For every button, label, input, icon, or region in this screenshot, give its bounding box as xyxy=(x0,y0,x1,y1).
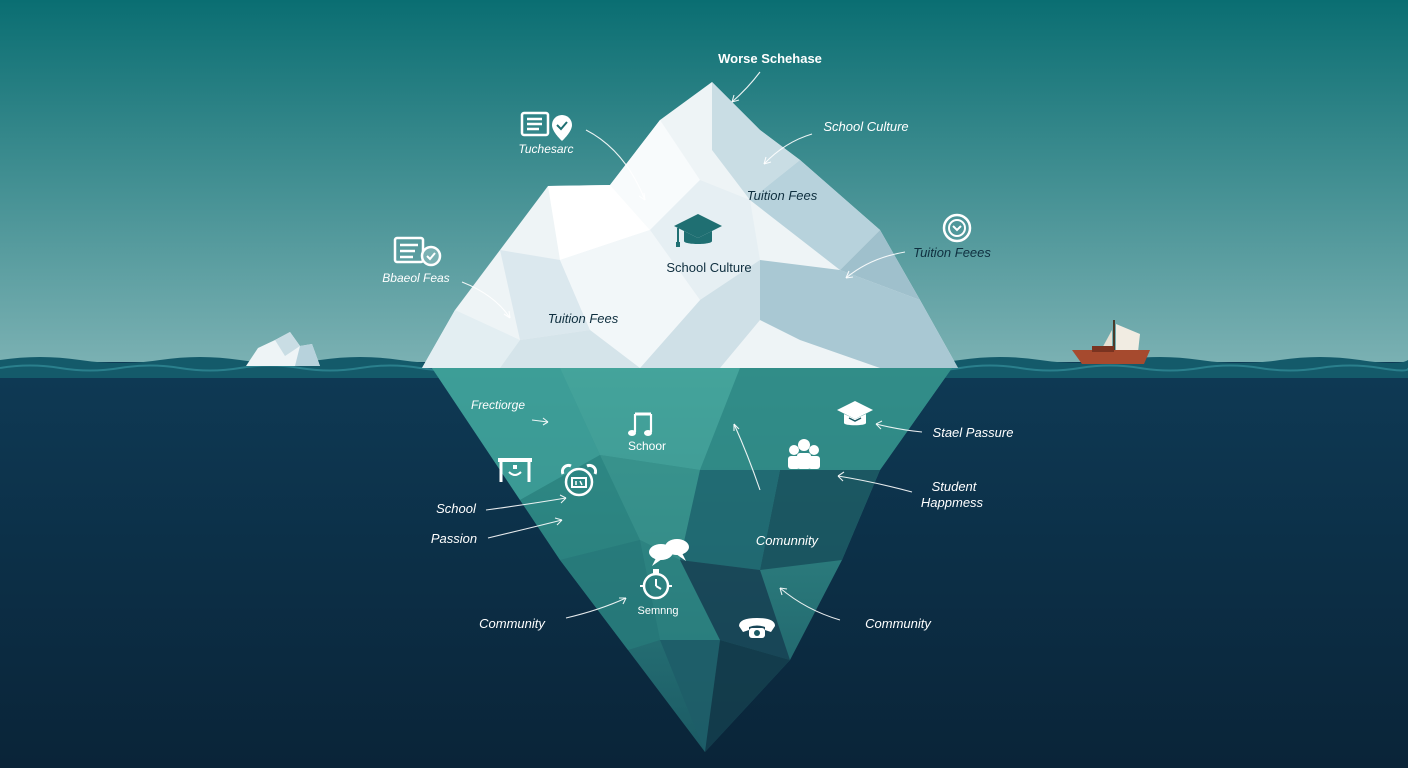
arrow-community-left xyxy=(565,597,627,619)
arrow-left xyxy=(461,281,511,319)
label-school: School xyxy=(436,501,477,516)
arrow-top-right xyxy=(763,133,813,165)
label-upper-right-inner: Tuition Fees xyxy=(747,188,818,203)
arrow-passion xyxy=(487,519,563,539)
label-peak: Worse Schehase xyxy=(718,51,822,66)
label-lower-left: Tuition Fees xyxy=(548,311,619,326)
alarm-clock-icon xyxy=(560,463,598,497)
timer-icon xyxy=(640,569,672,600)
arrow-stael xyxy=(875,423,923,433)
label-left: Bbaeol Feas xyxy=(382,271,449,285)
label-schoor: Schoor xyxy=(628,439,666,453)
document-check-icon xyxy=(393,236,442,267)
label-student: Student xyxy=(932,479,978,494)
arrow-community-right xyxy=(779,587,841,621)
label-community-center: Comunnity xyxy=(756,533,820,548)
label-fractionge: Frectiorge xyxy=(471,398,525,412)
label-semnng: Semnng xyxy=(638,605,679,617)
speech-bubbles-icon xyxy=(649,539,689,566)
small-iceberg xyxy=(246,332,320,366)
arrow-peak xyxy=(731,71,761,103)
arrow-right xyxy=(845,251,906,279)
boat xyxy=(1072,320,1150,364)
chevron-circle-icon xyxy=(942,213,972,243)
label-community-left: Community xyxy=(479,616,546,631)
graduation-cap-icon xyxy=(837,401,873,426)
label-right: Tuition Feees xyxy=(913,245,991,260)
arrow-fractionge xyxy=(531,419,549,423)
phone-icon xyxy=(739,618,775,638)
connector-arrows xyxy=(461,71,923,621)
arrow-student xyxy=(837,475,913,493)
arrow-top-left xyxy=(585,129,646,201)
board-icon xyxy=(498,458,532,482)
label-passion: Passion xyxy=(431,531,477,546)
people-icon xyxy=(788,439,820,469)
label-top-left: Tuchesarc xyxy=(518,142,573,156)
graduation-cap-icon xyxy=(674,214,722,247)
arrow-schoor xyxy=(733,423,761,491)
label-happiness: Happmess xyxy=(921,495,984,510)
label-community-right: Community xyxy=(865,616,932,631)
label-stael-passure: Stael Passure xyxy=(933,425,1014,440)
label-top-right: School Culture xyxy=(823,119,908,134)
music-notes-icon xyxy=(628,412,653,436)
label-center: School Culture xyxy=(666,260,751,275)
list-pin-icon xyxy=(520,111,572,141)
arrow-school xyxy=(485,497,567,511)
